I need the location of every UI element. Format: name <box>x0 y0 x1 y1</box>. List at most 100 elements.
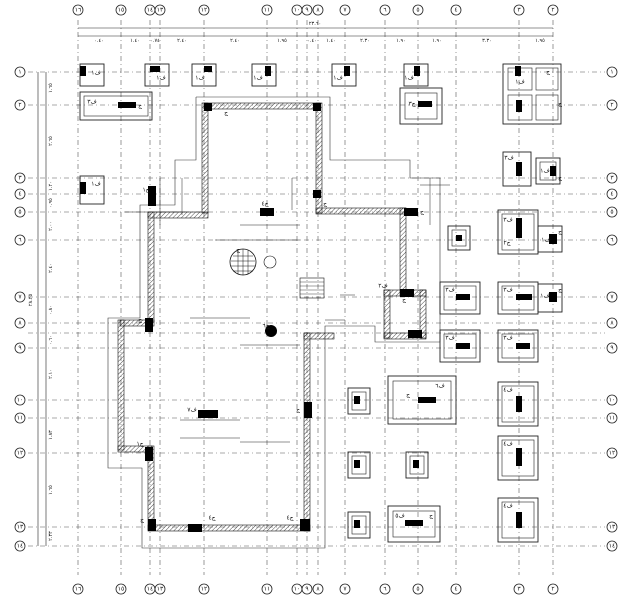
svg-text:٣.٣٠: ٣.٣٠ <box>482 38 492 44</box>
svg-text:٠.٩٥: ٠.٩٥ <box>48 198 54 208</box>
svg-text:١.٢٠: ١.٢٠ <box>48 181 54 191</box>
svg-text:ج٣: ج٣ <box>408 101 415 108</box>
svg-text:ف٢: ف٢ <box>378 283 387 290</box>
wall-east-jog <box>303 332 335 340</box>
svg-text:١.٦٥: ١.٦٥ <box>48 485 54 495</box>
svg-text:٠.٤٠: ٠.٤٠ <box>94 38 104 44</box>
svg-text:١.٩٠: ١.٩٠ <box>432 38 442 44</box>
svg-text:١: ١ <box>18 69 21 76</box>
svg-text:ج: ج <box>546 69 550 76</box>
stair <box>299 277 325 299</box>
svg-text:٢: ٢ <box>18 102 21 109</box>
footing-e5 <box>405 451 429 479</box>
footing-a8: ف١ ج <box>502 63 562 125</box>
svg-text:١٣: ١٣ <box>157 586 164 593</box>
svg-text:٨: ٨ <box>18 320 22 327</box>
svg-text:١.٦٥: ١.٦٥ <box>48 83 54 93</box>
svg-text:١٢: ١٢ <box>17 450 23 457</box>
svg-text:١.٩٥: ١.٩٥ <box>277 38 287 44</box>
footing-b1: ف٣ ج <box>79 91 153 121</box>
svg-text:١: ١ <box>610 69 613 76</box>
svg-text:١.٨٣: ١.٨٣ <box>48 430 54 440</box>
svg-text:٥: ٥ <box>416 7 419 14</box>
svg-text:ج: ج <box>420 209 424 216</box>
footing-d2: ف١ <box>535 157 561 185</box>
footing-a6: ف١ <box>403 63 429 87</box>
right-grid-bubbles: ١ ٢ ٣ ٤ ٥ ٦ ٧ ٨ ٩ ١٠ ١١ ١٢ ١٣ ١٤ <box>606 66 618 552</box>
left-overall-dimension: ٢٨.٢٥ <box>28 294 34 307</box>
wall-south <box>147 524 311 532</box>
bottom-grid-bubbles: ١٦ ١٥ ١٤ ١٣ ١٢ ١١ ١٠ ٩ ٨ ٧ ٦ ٥ ٤ ٣ ٢ <box>72 583 559 595</box>
svg-text:ف١: ف١ <box>515 79 524 86</box>
svg-text:ف١: ف١ <box>540 293 549 300</box>
svg-text:ج: ج <box>138 103 142 110</box>
svg-text:٧: ٧ <box>343 586 347 593</box>
svg-text:ج: ج <box>558 287 562 294</box>
svg-text:ف٣: ف٣ <box>87 99 96 106</box>
svg-text:ف١: ف١ <box>253 75 262 82</box>
svg-text:ج: ج <box>138 317 142 324</box>
svg-text:٨: ٨ <box>610 320 614 327</box>
wall-west-step <box>147 211 209 219</box>
footing-a4: ف١ <box>251 63 277 87</box>
svg-text:٦: ٦ <box>18 237 21 244</box>
svg-text:ف١: ف١ <box>541 237 550 244</box>
svg-text:ج: ج <box>402 297 406 304</box>
svg-text:١٠: ١٠ <box>609 397 615 404</box>
footing-d8: ف٣ <box>439 281 481 315</box>
svg-text:٧: ٧ <box>18 294 22 301</box>
svg-text:ج: ج <box>406 392 410 399</box>
svg-text:٣: ٣ <box>517 586 521 593</box>
annotation-leaders <box>125 178 450 443</box>
svg-text:ف٤: ف٤ <box>503 441 512 448</box>
svg-text:١٦: ١٦ <box>75 7 81 14</box>
wall-east-lower <box>303 332 311 532</box>
wall-west-upper <box>201 102 209 214</box>
footing-e2: ف٦ ج <box>387 375 457 425</box>
svg-text:١٤: ١٤ <box>17 543 23 550</box>
footing-d10: ف٣ <box>497 329 539 363</box>
footing-e4 <box>347 451 371 479</box>
footing-a1: ف١ <box>79 63 105 87</box>
top-dimension-chain: ٢٣.٦٠ ١.٩٥ ٣.٣٠ ١.٩٠ ١.٩٠ ٢.٣٠ ١.٤٠ ٠.٤٠… <box>78 21 553 44</box>
footing-d4: ف١ <box>537 225 563 253</box>
footing-d3: ف٣ ج٢ <box>497 209 539 255</box>
svg-text:١٤: ١٤ <box>147 7 153 14</box>
top-overall-dimension: ٢٣.٦٠ <box>309 21 321 27</box>
svg-text:١.٩٠: ١.٩٠ <box>396 38 406 44</box>
footing-a2: ف١ <box>144 63 170 87</box>
svg-text:١٠: ١٠ <box>294 7 300 14</box>
svg-text:٥: ٥ <box>18 209 21 216</box>
svg-text:٨: ٨ <box>316 586 320 593</box>
svg-text:٣: ٣ <box>610 175 614 182</box>
drain-pit-circle <box>265 325 277 337</box>
svg-text:٣: ٣ <box>517 7 521 14</box>
svg-text:ج١: ج١ <box>136 441 143 448</box>
isolated-footings: ف١ ف١ ف١ ف١ ف١ ف١ <box>79 63 563 543</box>
svg-text:٦: ٦ <box>610 237 613 244</box>
wall-north <box>203 102 321 110</box>
svg-text:١١: ١١ <box>264 7 270 14</box>
wall-pit-west <box>383 289 391 339</box>
svg-text:٣: ٣ <box>18 175 22 182</box>
svg-text:ج: ج <box>558 175 562 182</box>
svg-text:ف٣: ف٣ <box>504 155 513 162</box>
svg-text:ج١: ج١ <box>142 187 149 194</box>
svg-text:٢.٣٠: ٢.٣٠ <box>360 38 370 44</box>
left-dimension-chain: ٢٨.٢٥ ١.٦٥ ٢.٦٥ ١.٢٠ ٠.٩٥ ٢.٠٠ ٢.٤٠ ٠.٨٠… <box>28 72 54 546</box>
svg-text:ف٤: ف٤ <box>503 503 512 510</box>
svg-text:٢.٠٠: ٢.٠٠ <box>48 221 54 231</box>
svg-text:١.٤٠: ١.٤٠ <box>326 38 336 44</box>
footing-a5: ف١ <box>331 63 357 87</box>
footing-e9: ف٤ <box>497 497 539 543</box>
svg-text:٩: ٩ <box>18 345 21 352</box>
svg-text:٢: ٢ <box>551 586 554 593</box>
svg-text:ف٦: ف٦ <box>435 383 444 390</box>
svg-text:ف٥: ف٥ <box>395 513 404 520</box>
wall-labels: ج ج٤ ج ج ف٢ ج٦ ج ج١ ج ج٤ ج٤ ج ف٧ ج١ ج ج … <box>136 101 562 524</box>
footing-e7 <box>347 511 371 539</box>
svg-text:٥: ٥ <box>416 586 419 593</box>
svg-text:ج: ج <box>236 247 240 254</box>
svg-text:١١: ١١ <box>609 415 615 422</box>
